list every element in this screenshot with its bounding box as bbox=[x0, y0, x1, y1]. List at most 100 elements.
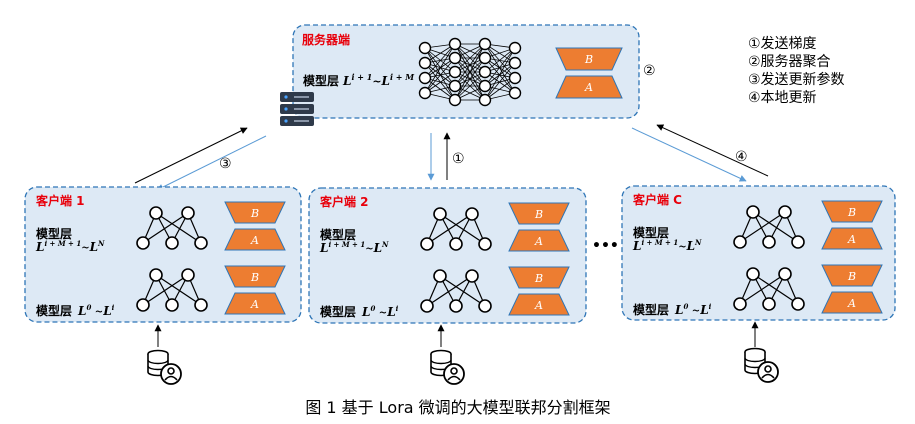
legend-item-3: ③发送更新参数 bbox=[748, 71, 845, 88]
network-node bbox=[433, 269, 447, 283]
network-node bbox=[181, 206, 195, 220]
network-node bbox=[448, 79, 462, 93]
network-node bbox=[418, 41, 432, 55]
adapter-a: A bbox=[224, 228, 286, 251]
network-node bbox=[778, 205, 792, 219]
network-node bbox=[508, 56, 522, 70]
network-node bbox=[418, 86, 432, 100]
network-node bbox=[733, 235, 747, 249]
svg-text:A: A bbox=[847, 297, 856, 310]
step-4-marker: ④ bbox=[735, 149, 748, 165]
adapter-b: B bbox=[224, 265, 286, 288]
client-top-layer-range: Li + M + 1~LN bbox=[319, 240, 389, 255]
network-node bbox=[733, 297, 747, 311]
network-node bbox=[508, 71, 522, 85]
network-node bbox=[478, 237, 492, 251]
network-node bbox=[194, 236, 208, 250]
svg-text:B: B bbox=[847, 270, 856, 283]
adapter-a: A bbox=[224, 292, 286, 315]
client-title: 客户端 1 bbox=[35, 193, 85, 208]
legend-item-2: ②服务器聚合 bbox=[748, 54, 831, 70]
svg-text:B: B bbox=[534, 272, 543, 285]
network-node bbox=[448, 65, 462, 79]
network-node bbox=[746, 205, 760, 219]
server-network bbox=[418, 37, 522, 107]
svg-text:A: A bbox=[250, 234, 259, 247]
database-user-icon bbox=[430, 349, 465, 385]
svg-text:A: A bbox=[250, 298, 259, 311]
step-2-marker: ② bbox=[643, 63, 656, 79]
svg-text:B: B bbox=[250, 271, 259, 284]
database-user-icon bbox=[744, 347, 779, 383]
network-node bbox=[478, 51, 492, 65]
legend-item-4: ④本地更新 bbox=[748, 90, 817, 106]
svg-text:B: B bbox=[250, 207, 259, 220]
network-node bbox=[165, 236, 179, 250]
network-node bbox=[136, 236, 150, 250]
server-icon bbox=[280, 92, 314, 126]
adapter-b: B bbox=[224, 201, 286, 224]
svg-text:A: A bbox=[584, 81, 593, 94]
figure-caption: 图 1 基于 Lora 微调的大模型联邦分割框架 bbox=[305, 398, 610, 417]
legend: ①发送梯度 ②服务器聚合 ③发送更新参数 ④本地更新 bbox=[748, 36, 845, 106]
client-bottom-layer-label: 模型层 bbox=[633, 302, 669, 317]
network-node bbox=[420, 299, 434, 313]
network-node bbox=[791, 297, 805, 311]
network-node bbox=[762, 297, 776, 311]
network-node bbox=[478, 65, 492, 79]
network-node bbox=[449, 237, 463, 251]
client-top-layer-range: Li + M + 1~LN bbox=[632, 238, 702, 253]
client-bottom-layer-label: 模型层 bbox=[36, 303, 72, 318]
network-node bbox=[478, 37, 492, 51]
network-node bbox=[449, 299, 463, 313]
svg-text:A: A bbox=[534, 299, 543, 312]
adapter-a: A bbox=[821, 291, 883, 314]
network-node bbox=[418, 71, 432, 85]
server-layer-range: Li + 1~Li + M bbox=[342, 72, 415, 88]
network-node bbox=[791, 235, 805, 249]
network-node bbox=[478, 93, 492, 107]
client-bottom-layer-range: L0 ~Li bbox=[361, 304, 399, 319]
client-top-layer-range: Li + M + 1~LN bbox=[35, 239, 105, 254]
server-adapter-b: B bbox=[555, 47, 623, 71]
svg-text:A: A bbox=[847, 233, 856, 246]
network-node bbox=[418, 56, 432, 70]
network-node bbox=[465, 269, 479, 283]
adapter-a: A bbox=[508, 293, 570, 316]
network-node bbox=[165, 298, 179, 312]
server-panel: 服务器端 模型层 Li + 1~Li + M B A bbox=[292, 24, 640, 119]
svg-text:B: B bbox=[584, 53, 593, 66]
adapter-a: A bbox=[508, 229, 570, 252]
svg-text:A: A bbox=[534, 235, 543, 248]
adapter-a: A bbox=[821, 227, 883, 250]
network-node bbox=[762, 235, 776, 249]
step-1-marker: ① bbox=[452, 151, 465, 167]
network-node bbox=[746, 267, 760, 281]
network-node bbox=[448, 93, 462, 107]
client-top-layer-label: 模型层 bbox=[633, 225, 669, 240]
adapter-b: B bbox=[508, 202, 570, 225]
network-node bbox=[508, 86, 522, 100]
arrow-server-to-clientc bbox=[631, 127, 747, 182]
adapter-b: B bbox=[821, 264, 883, 287]
flow-arrows: ③ ① ④ bbox=[134, 124, 769, 347]
adapter-b: B bbox=[508, 266, 570, 289]
network-node bbox=[149, 268, 163, 282]
client-bottom-layer-range: L0 ~Li bbox=[77, 303, 115, 318]
client-title: 客户端 C bbox=[632, 192, 682, 207]
server-adapter-a: A bbox=[555, 75, 623, 99]
legend-item-1: ①发送梯度 bbox=[748, 36, 817, 52]
network-node bbox=[478, 79, 492, 93]
client-top-layer-label: 模型层 bbox=[320, 227, 356, 242]
client-bottom-layer-range: L0 ~Li bbox=[674, 302, 712, 317]
client-top-layer-label: 模型层 bbox=[36, 226, 72, 241]
ellipsis: ••• bbox=[592, 238, 619, 254]
network-node bbox=[508, 41, 522, 55]
network-node bbox=[136, 298, 150, 312]
step-3-marker: ③ bbox=[219, 156, 232, 172]
